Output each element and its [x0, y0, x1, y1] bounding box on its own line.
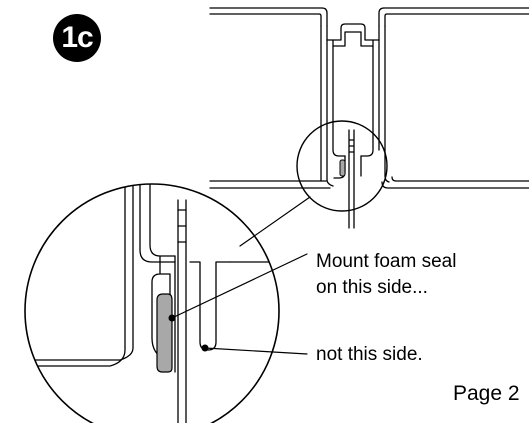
right-panel-top-skin	[378, 7, 529, 27]
detail-center-flange	[177, 199, 187, 428]
detail-connector-line	[239, 196, 311, 247]
left-panel-top-skin	[209, 7, 328, 27]
step-number-text: 1c	[61, 21, 93, 54]
detail-right-groove	[189, 261, 231, 351]
magnifier-circle	[24, 183, 280, 428]
detail-callout-circle	[296, 120, 388, 212]
page-number: Page 2	[453, 382, 520, 405]
step-number-badge: 1c	[53, 14, 101, 62]
magnified-detail	[24, 183, 308, 428]
center-flange	[348, 129, 355, 229]
panel-joint-overview	[209, 7, 529, 247]
not-side-leader-dot	[201, 344, 209, 352]
lower-hook	[333, 155, 362, 179]
seal-leader-dot	[168, 314, 176, 322]
seal-instruction-line1: Mount foam seal	[316, 251, 457, 272]
upper-tongue	[326, 23, 380, 41]
left-joint-profile	[320, 25, 334, 187]
upper-groove	[332, 31, 374, 47]
overview-foam-seal	[339, 159, 346, 177]
detail-left-wall	[25, 184, 134, 367]
foam-seal	[156, 293, 173, 373]
seal-instruction-line2: on this side...	[316, 277, 428, 298]
seal-leader-line	[171, 253, 308, 319]
left-panel-bottom-skin	[209, 180, 331, 189]
right-panel-bottom-skin	[381, 176, 529, 189]
not-side-leader-line	[204, 347, 308, 355]
joint-channel	[332, 45, 374, 157]
right-joint-profile	[378, 25, 390, 183]
not-this-side-label: not this side.	[316, 344, 423, 365]
detail-flange-ticks	[177, 209, 187, 243]
detail-channel	[139, 184, 176, 263]
